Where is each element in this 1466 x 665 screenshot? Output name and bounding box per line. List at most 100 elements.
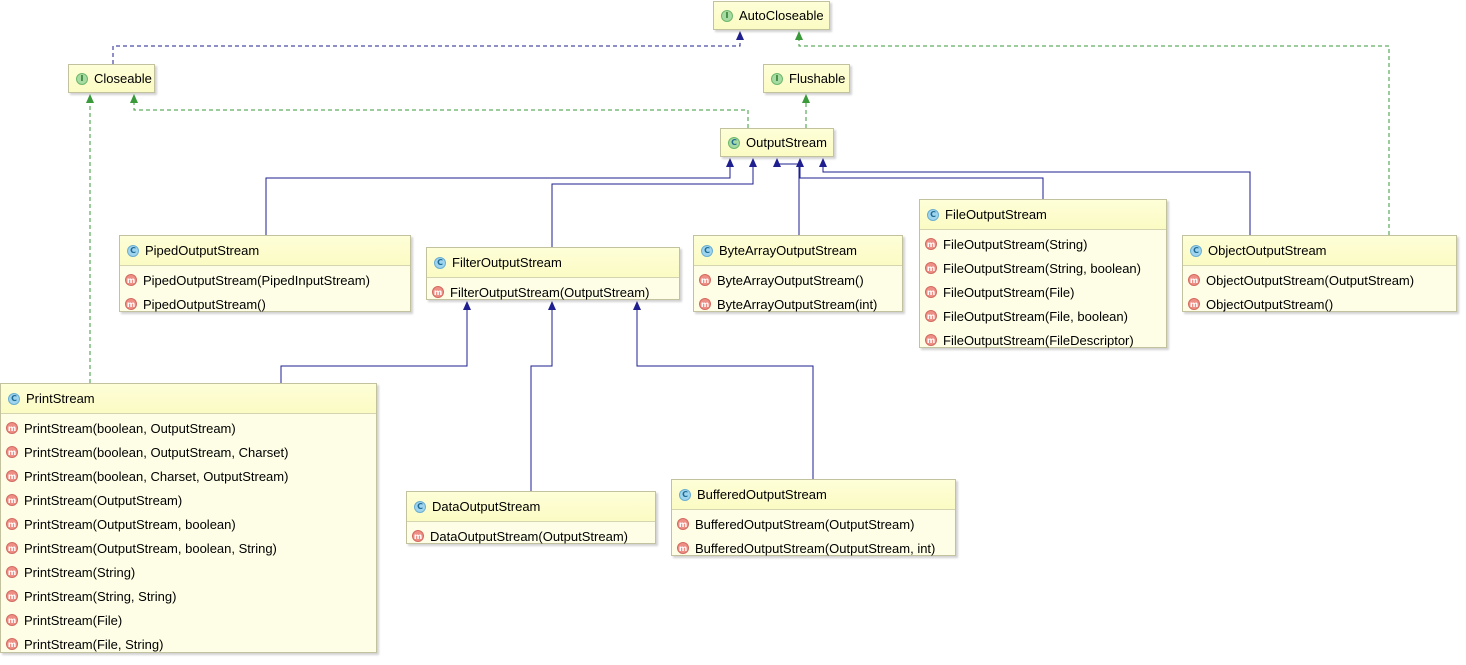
constructor-signature: PipedOutputStream(): [143, 296, 266, 312]
arrow-head: [796, 158, 804, 167]
method-m-icon: m: [6, 518, 18, 530]
constructor-signature: PrintStream(OutputStream, boolean, Strin…: [24, 540, 277, 556]
class-name: FilterOutputStream: [452, 255, 562, 270]
method-m-icon: m: [677, 518, 689, 530]
class-c-icon: C: [434, 256, 446, 269]
method-m-icon: m: [125, 298, 137, 310]
constructor-signature: BufferedOutputStream(OutputStream): [695, 516, 915, 532]
extends-edge: [530, 301, 556, 491]
constructor-signature: PrintStream(File): [24, 612, 123, 628]
arrow-head: [795, 31, 803, 40]
method-m-icon: m: [6, 542, 18, 554]
constructor-signature: FileOutputStream(String, boolean): [943, 260, 1141, 276]
constructor-signature: ObjectOutputStream(): [1206, 296, 1334, 312]
class-c-icon: C: [8, 392, 20, 405]
arrow-head: [86, 94, 94, 103]
implements-edge: [130, 94, 749, 128]
constructor-signature: PipedOutputStream(PipedInputStream): [143, 272, 370, 288]
constructor-row[interactable]: m PipedOutputStream(): [120, 292, 410, 316]
method-m-icon: m: [6, 614, 18, 626]
arrow-head: [819, 158, 827, 167]
arrow-head: [802, 94, 810, 103]
extends-edge: [773, 158, 800, 235]
constructor-signature: PrintStream(boolean, OutputStream, Chars…: [24, 444, 289, 460]
arrow-head: [130, 94, 138, 103]
method-m-icon: m: [925, 286, 937, 298]
class-header: C ObjectOutputStream: [1183, 236, 1456, 266]
member-list: m DataOutputStream(OutputStream): [407, 522, 655, 548]
constructor-row[interactable]: m PrintStream(boolean, OutputStream, Char…: [1, 440, 376, 464]
class-name: PrintStream: [26, 391, 95, 406]
constructor-signature: PrintStream(File, String): [24, 636, 164, 652]
constructor-signature: FilterOutputStream(OutputStream): [450, 284, 650, 300]
class-c-icon: C: [1190, 244, 1202, 257]
method-m-icon: m: [412, 530, 424, 542]
class-header: C FilterOutputStream: [427, 248, 679, 278]
class-c-icon: C: [127, 244, 139, 257]
edge-line: [265, 165, 731, 235]
method-m-icon: m: [6, 470, 18, 482]
class-name: Closeable: [94, 71, 152, 86]
class-name: ObjectOutputStream: [1208, 243, 1327, 258]
constructor-row[interactable]: m DataOutputStream(OutputStream): [407, 524, 655, 548]
constructor-row[interactable]: m PrintStream(OutputStream, boolean, Stri…: [1, 536, 376, 560]
class-header: C ByteArrayOutputStream: [694, 236, 902, 266]
interface-i-icon: I: [771, 72, 783, 85]
method-m-icon: m: [699, 298, 711, 310]
interface-i-icon: I: [721, 9, 733, 22]
method-m-icon: m: [6, 446, 18, 458]
extends-edge: [551, 158, 757, 247]
constructor-row[interactable]: m PrintStream(File): [1, 608, 376, 632]
class-c-icon: C: [927, 208, 939, 221]
constructor-signature: DataOutputStream(OutputStream): [430, 528, 628, 544]
edge-line: [776, 163, 800, 235]
implements-edge: [802, 94, 810, 128]
class-name: ByteArrayOutputStream: [719, 243, 857, 258]
constructor-signature: PrintStream(String, String): [24, 588, 177, 604]
arrow-head: [726, 158, 734, 167]
class-c-icon: C: [701, 244, 713, 257]
constructor-row[interactable]: m BufferedOutputStream(OutputStream): [672, 512, 955, 536]
class-c-icon: C: [679, 488, 691, 501]
